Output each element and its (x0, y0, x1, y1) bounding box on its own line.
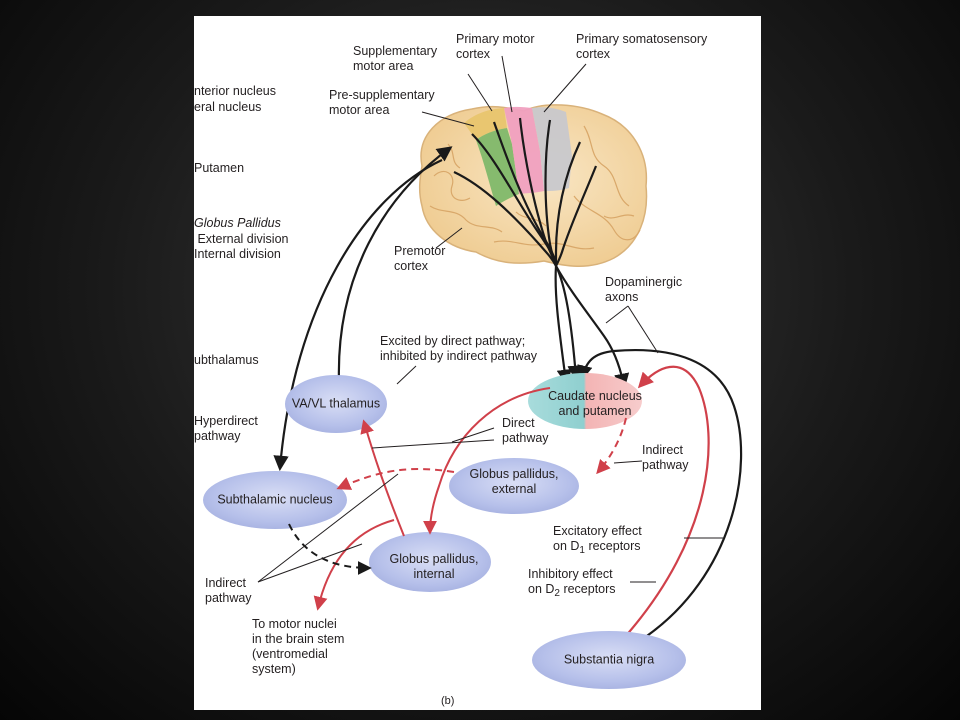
hyperdirect-pathway-label: Hyperdirect pathway (194, 414, 258, 443)
stn-to-gpi-pathway (288, 523, 372, 575)
anterior-nucleus-label: nterior nucleus (194, 84, 276, 98)
excitatory-effect-label: Excitatory effect (553, 524, 642, 538)
d2-prefix: on D (528, 582, 555, 596)
putamen-label: Putamen (194, 161, 245, 175)
motor-nuclei-label: To motor nuclei in the brain stem (ventr… (252, 617, 345, 676)
globus-pallidus-label: Globus Pallidus (194, 216, 281, 230)
primary-motor-cortex-label: Primary motor cortex (456, 32, 535, 61)
subthalamus-label: ubthalamus (194, 353, 259, 367)
inhibitory-effect-label: Inhibitory effect (528, 567, 613, 581)
external-division-label: External division (194, 232, 289, 246)
d1-suffix: receptors (584, 539, 641, 553)
d2-suffix: receptors (559, 582, 616, 596)
internal-division-label: Internal division (194, 247, 281, 261)
diagram-panel: nterior nucleus eral nucleus Putamen Glo… (194, 16, 761, 710)
indirect-pathway-right-label: Indirect pathway (642, 443, 689, 472)
va-vl-thalamus-label: VA/VL thalamus (291, 396, 381, 411)
indirect-pathway-left-label: Indirect pathway (205, 576, 252, 605)
nucleus-nodes (203, 373, 686, 689)
excited-direct-label: Excited by direct pathway; inhibited by … (380, 334, 538, 363)
d1-subscript: 1 (579, 545, 585, 556)
subthalamic-nucleus-label: Subthalamic nucleus (217, 492, 333, 507)
direct-pathway-label: Direct pathway (502, 416, 549, 445)
basal-ganglia-diagram (203, 55, 743, 689)
d1-prefix: on D (553, 539, 580, 553)
d2-subscript: 2 (554, 588, 560, 599)
cortex-leader-lines (421, 55, 587, 249)
premotor-cortex-label: Premotor cortex (394, 244, 446, 273)
d2-receptors-label: on D2 receptors (528, 582, 616, 601)
panel-label: (b) (441, 695, 455, 707)
annotation-leader-lines (257, 365, 724, 583)
primary-somatosensory-cortex-label: Primary somatosensory cortex (576, 32, 708, 61)
dopaminergic-axons (577, 305, 743, 639)
dopaminergic-axons-label: Dopaminergic axons (605, 275, 683, 304)
d1-receptors-label: on D1 receptors (553, 539, 641, 558)
brain-illustration (418, 104, 648, 267)
caudate-putamen-label: Caudate nucleus and putamen (548, 389, 642, 418)
gp-internal-label: Globus pallidus, internal (389, 552, 479, 581)
lateral-nucleus-label: eral nucleus (194, 100, 262, 114)
gp-external-label: Globus pallidus, external (469, 467, 559, 496)
supplementary-motor-area-label: Supplementary motor area (353, 44, 438, 73)
substantia-nigra-label: Substantia nigra (563, 652, 655, 667)
pre-supplementary-motor-area-label: Pre-supplementary motor area (329, 88, 435, 117)
